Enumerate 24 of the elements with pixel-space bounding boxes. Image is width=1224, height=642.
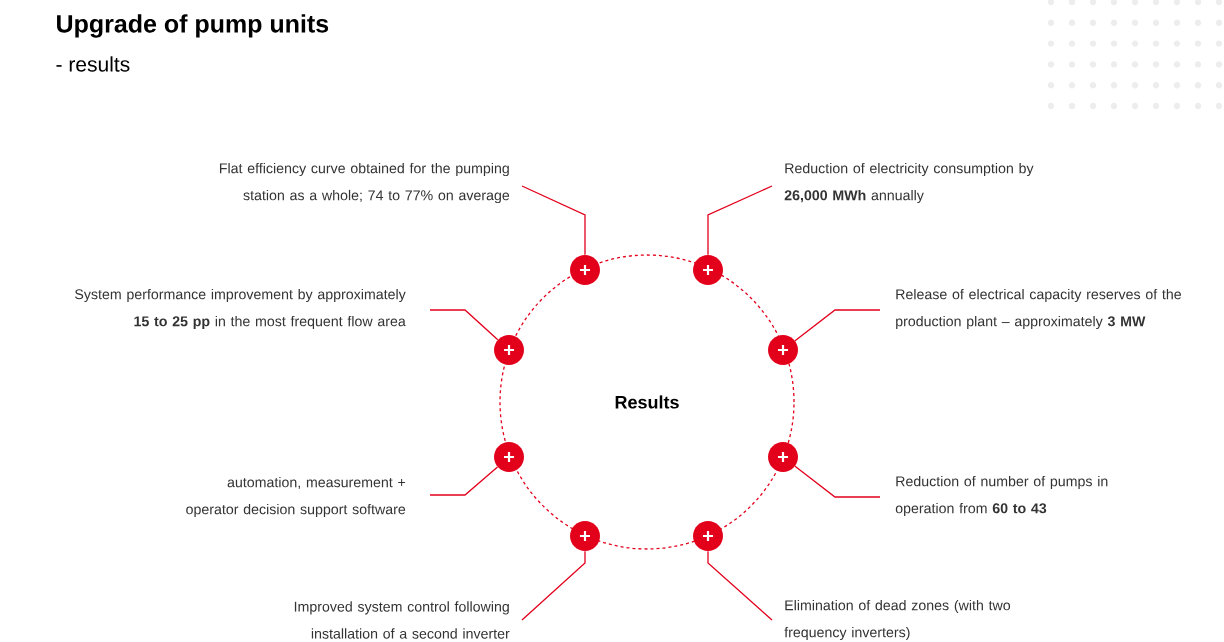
title: Upgrade of pump units bbox=[57, 14, 329, 38]
plus-marker bbox=[768, 442, 798, 472]
result-text: automation, measurement + operator decision support software bbox=[186, 476, 406, 518]
leader-line bbox=[521, 185, 586, 256]
subtitle: - results bbox=[56, 56, 130, 72]
result-text: Reduction of electricity consumption by 26,000 MWh annually bbox=[784, 162, 1034, 204]
leader-line bbox=[429, 466, 499, 496]
leader-line bbox=[794, 465, 881, 498]
leader-line bbox=[794, 309, 881, 342]
plus-marker bbox=[693, 521, 723, 551]
result-text: Elimination of dead zones (with two frequency inverters) bbox=[784, 599, 1011, 641]
leader-line bbox=[521, 550, 586, 621]
leader-line bbox=[707, 550, 773, 621]
leader-line bbox=[429, 309, 499, 341]
result-text: Flat efficiency curve obtained for the pumping station as a whole; 74 to 77% on average bbox=[220, 162, 510, 204]
plus-marker bbox=[768, 335, 798, 365]
leader-line bbox=[707, 185, 773, 256]
plus-marker bbox=[570, 521, 600, 551]
plus-marker bbox=[494, 335, 524, 365]
result-text: System performance improvement by approximately 15 to 25 pp in the most frequent flow area bbox=[75, 288, 406, 330]
result-text: Improved system control following installation of a second inverter bbox=[294, 601, 510, 639]
plus-marker bbox=[494, 442, 524, 472]
result-text: Release of electrical capacity reserves of the production plant – approximately 3 MW bbox=[896, 288, 1181, 330]
result-text: Reduction of number of pumps in operation from 60 to 43 bbox=[895, 475, 1108, 517]
